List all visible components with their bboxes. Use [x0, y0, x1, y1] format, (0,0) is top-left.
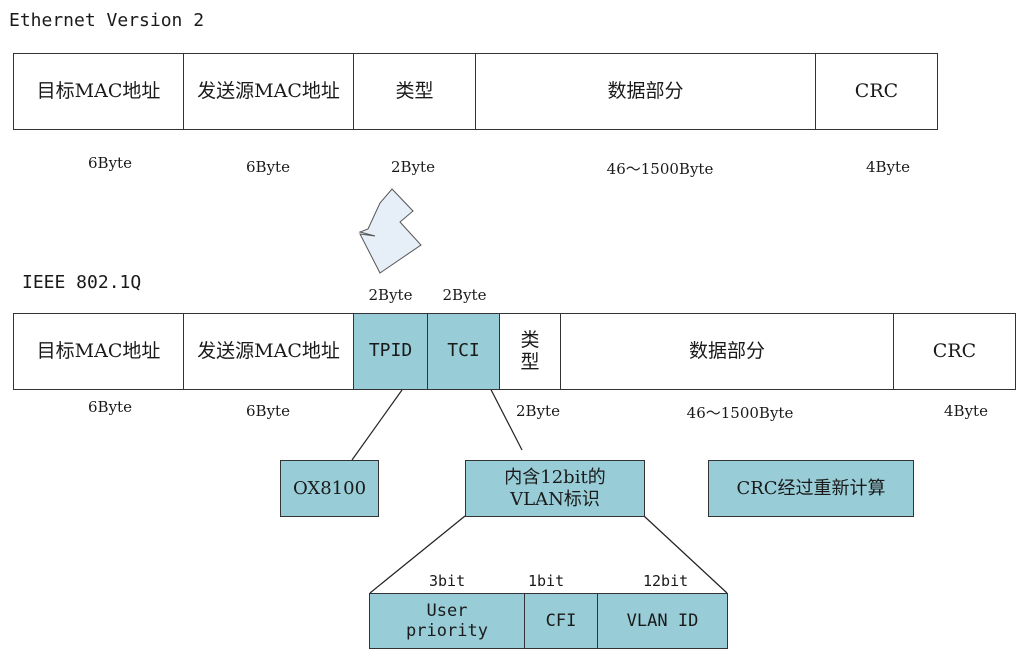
ieee-field-dst-mac: 目标MAC地址 [13, 313, 184, 390]
crc-note-box: CRC经过重新计算 [708, 460, 914, 517]
tpid-value-box: OX8100 [280, 460, 379, 517]
ieee-field-type: 类 型 [499, 313, 561, 390]
tci-field-vlan-id: VLAN ID [597, 593, 728, 649]
ieee-field-crc: CRC [893, 313, 1016, 390]
ieee-field-tpid: TPID [353, 313, 428, 390]
breakdown-right-line [643, 515, 728, 594]
ieee-size-data: 46～1500Byte [686, 404, 794, 422]
bit-label-cfi: 1bit [528, 572, 565, 590]
ieee-size-tci: 2Byte [442, 286, 487, 304]
eth-size-type: 2Byte [391, 158, 435, 176]
eth-size-dst: 6Byte [88, 154, 132, 172]
eth-field-type: 类型 [353, 53, 476, 130]
tpid-connector-line [351, 389, 403, 461]
eth-field-data: 数据部分 [475, 53, 816, 130]
ieee-size-type: 2Byte [516, 402, 560, 420]
ieee-size-tpid: 2Byte [368, 286, 413, 304]
tci-field-cfi: CFI [524, 593, 598, 649]
bit-label-vlan-id: 12bit [643, 572, 689, 590]
ieee-field-data: 数据部分 [560, 313, 894, 390]
tci-description-box: 内含12bit的 VLAN标识 [465, 460, 645, 517]
transform-arrow [358, 188, 422, 274]
ieee-size-dst: 6Byte [88, 398, 132, 416]
eth-size-data: 46～1500Byte [606, 160, 714, 178]
eth-size-src: 6Byte [246, 158, 290, 176]
ieee-size-src: 6Byte [246, 402, 290, 420]
ethernet-title: Ethernet Version 2 [9, 10, 205, 31]
ieee-field-src-mac: 发送源MAC地址 [183, 313, 354, 390]
ieee-title: IEEE 802.1Q [22, 272, 142, 293]
ieee-field-tci: TCI [427, 313, 500, 390]
breakdown-left-line [369, 515, 466, 594]
eth-field-src-mac: 发送源MAC地址 [183, 53, 354, 130]
eth-size-crc: 4Byte [866, 158, 910, 176]
ieee-size-crc: 4Byte [944, 402, 988, 420]
eth-field-crc: CRC [815, 53, 938, 130]
tci-field-user-priority: User priority [369, 593, 525, 649]
bit-label-priority: 3bit [429, 572, 466, 590]
eth-field-dst-mac: 目标MAC地址 [13, 53, 184, 130]
